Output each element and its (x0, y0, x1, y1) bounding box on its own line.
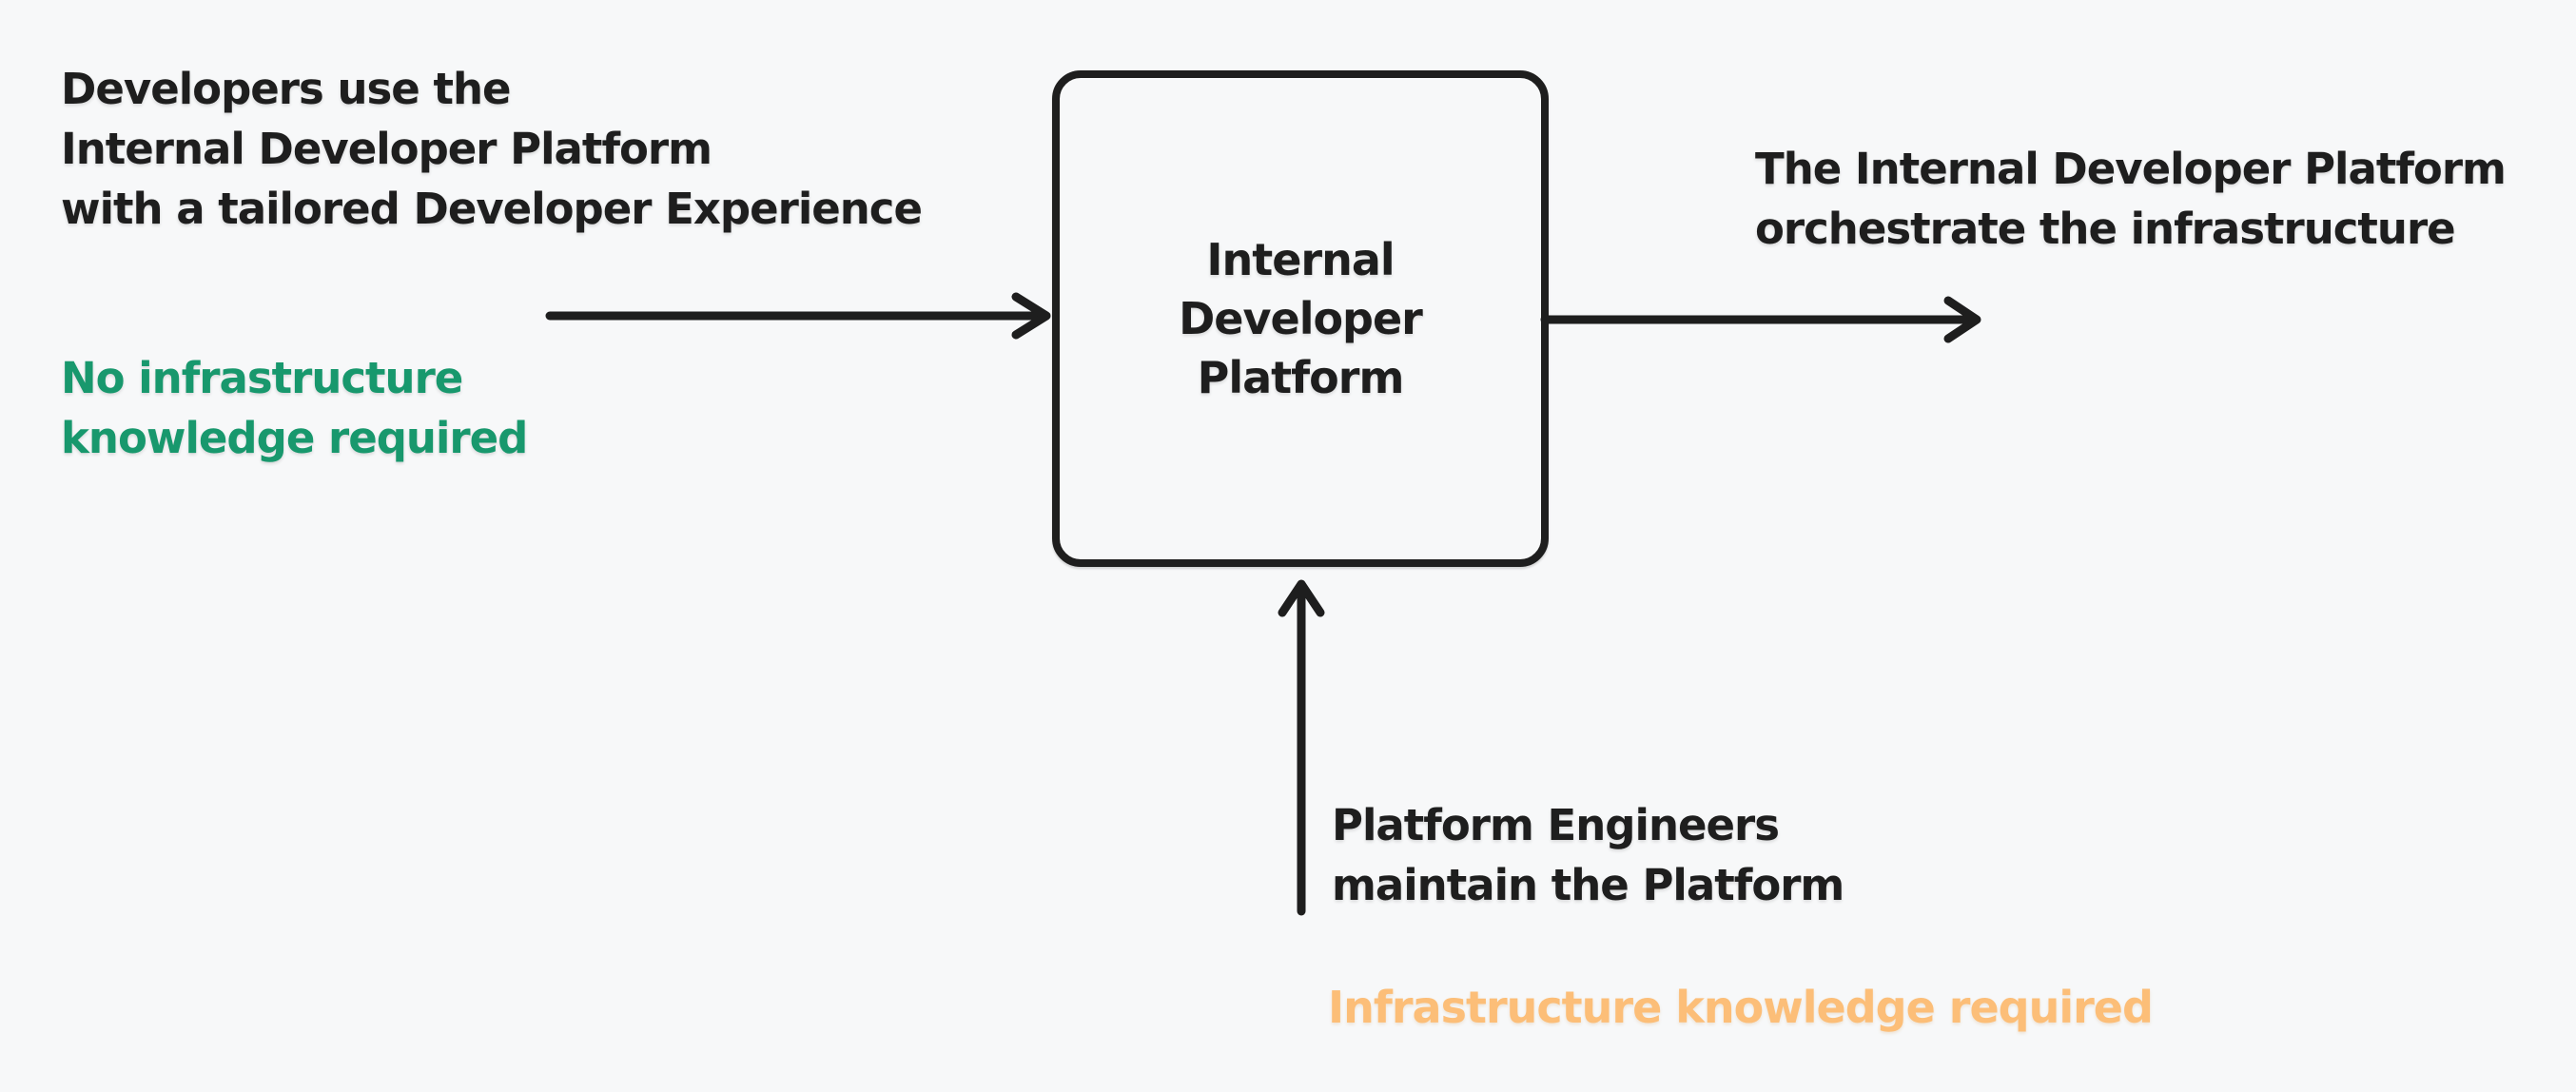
text-line: orchestrate the infrastructure (1755, 204, 2456, 254)
text-line: Developers use the (61, 64, 512, 114)
arrow-head (1011, 292, 1051, 340)
no-infrastructure-annotation: No infrastructure knowledge required (61, 348, 528, 468)
arrow-up-icon (1278, 579, 1325, 916)
internal-developer-platform-box: Internal Developer Platform (1052, 70, 1549, 567)
text-line: Internal Developer Platform (61, 124, 712, 174)
text-line: Internal (1206, 234, 1395, 285)
text-line: knowledge required (61, 413, 528, 463)
platform-engineers-annotation: Platform Engineers maintain the Platform (1332, 795, 1844, 915)
orchestrate-annotation: The Internal Developer Platform orchestr… (1755, 139, 2507, 259)
text-line: Platform Engineers (1332, 800, 1780, 850)
text-line: No infrastructure (61, 353, 463, 403)
arrow-right-icon (545, 292, 1051, 340)
text-line: The Internal Developer Platform (1755, 144, 2507, 194)
developers-annotation: Developers use the Internal Developer Pl… (61, 59, 923, 239)
arrow-right-icon (1540, 296, 1981, 343)
idp-box-label: Internal Developer Platform (1179, 230, 1423, 407)
text-line: with a tailored Developer Experience (61, 184, 923, 234)
text-line: maintain the Platform (1332, 860, 1844, 910)
text-line: Infrastructure knowledge required (1328, 982, 2154, 1033)
infrastructure-required-annotation: Infrastructure knowledge required (1328, 978, 2154, 1038)
arrow-head (1278, 579, 1325, 617)
text-line: Developer (1179, 293, 1423, 344)
arrow-head (1943, 296, 1981, 343)
text-line: Platform (1197, 352, 1405, 403)
